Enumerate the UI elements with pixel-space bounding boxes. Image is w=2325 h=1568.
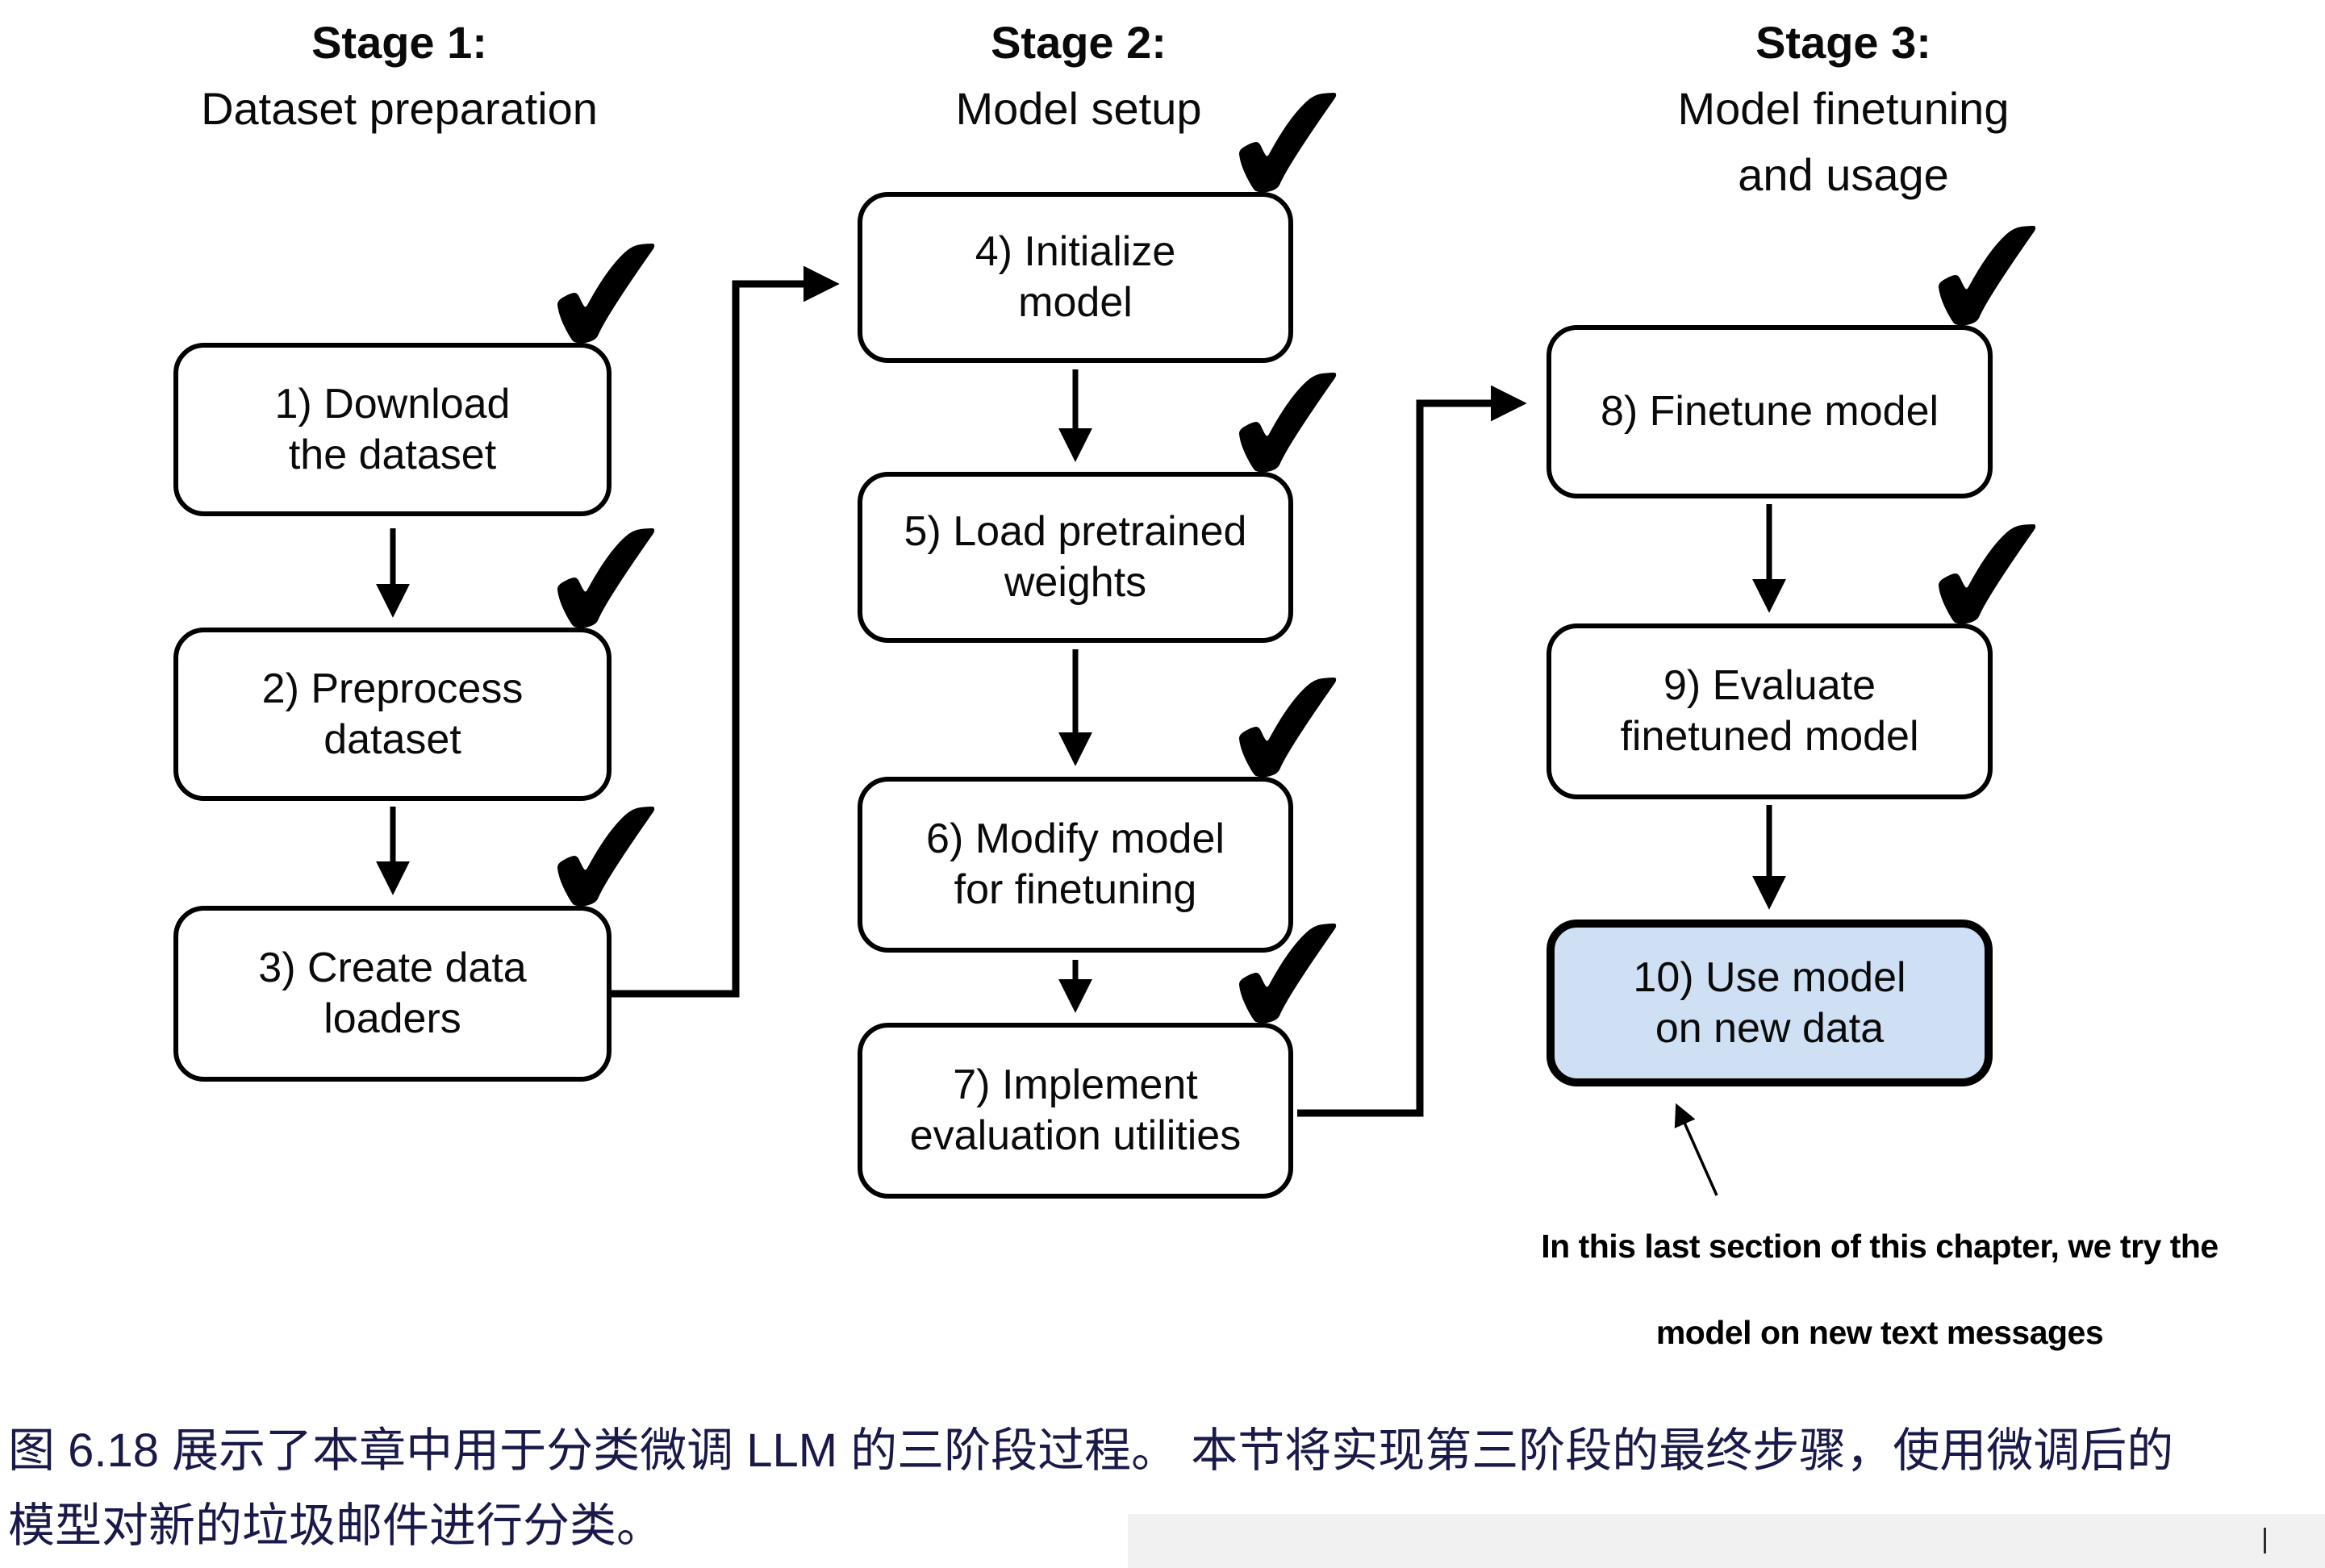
annotation-line-1: In this last section of this chapter, we… — [1541, 1228, 2219, 1265]
step-box-1: ✔ 1) Download the dataset — [173, 194, 689, 516]
step-box-9: ✔ 9) Evaluate finetuned model — [1547, 475, 2070, 799]
step-label: 5) Load pretrained — [904, 508, 1247, 555]
figure-caption: 图 6.18 展示了本章中用于分类微调 LLM 的三阶段过程。 本节将实现第三阶… — [8, 1413, 2320, 1563]
step-box-6: ✔ 6) Modify model for finetuning — [858, 628, 1371, 953]
step-label: model — [1018, 279, 1133, 326]
annotation-line-2: model on new text messages — [1655, 1314, 2104, 1351]
step-label: loaders — [323, 995, 461, 1042]
step-label: 2) Preprocess — [261, 665, 524, 712]
step-box-8: ✔ 8) Finetune model — [1547, 177, 2070, 498]
connector-stage1-stage2 — [610, 265, 840, 998]
stage3-subtitle2: and usage — [1738, 149, 1949, 200]
caption-line-1: 图 6.18 展示了本章中用于分类微调 LLM 的三阶段过程。 本节将实现第三阶… — [8, 1424, 2174, 1477]
stage1-title: Stage 1: — [311, 17, 487, 68]
stage1-subtitle: Dataset preparation — [201, 83, 598, 134]
step-box-3: ✔ 3) Create data loaders — [173, 757, 689, 1082]
step-label: 8) Finetune model — [1600, 388, 1939, 435]
stage3-header: Stage 3: Model finetuning and usage — [1521, 10, 2166, 208]
background-patch — [1128, 1514, 2325, 1568]
connector-stage2-stage3 — [1297, 385, 1527, 1117]
step-label: 4) Initialize — [975, 228, 1176, 275]
step-label: 6) Modify model — [926, 815, 1225, 862]
step-label: 3) Create data — [258, 945, 527, 991]
step-box-5: ✔ 5) Load pretrained weights — [858, 323, 1371, 643]
annotation-text: In this last section of this chapter, we… — [1428, 1203, 2325, 1376]
step-label: finetuned model — [1620, 713, 1919, 760]
step-label: weights — [1004, 559, 1147, 606]
step-box-7: ✔ 7) Implement evaluation utilities — [858, 874, 1371, 1199]
text-cursor — [2264, 1528, 2266, 1553]
stage3-title: Stage 3: — [1755, 17, 1931, 68]
step-label: evaluation utilities — [909, 1112, 1242, 1159]
step-label: for finetuning — [954, 866, 1197, 913]
step-label: 1) Download — [274, 380, 511, 427]
step-label: the dataset — [288, 431, 497, 478]
stage2-subtitle: Model setup — [955, 83, 1202, 134]
stage2-title: Stage 2: — [991, 17, 1167, 68]
step-label: 9) Evaluate — [1663, 662, 1876, 709]
caption-line-2: 模型对新的垃圾邮件进行分类。 — [8, 1499, 664, 1552]
annotation-arrow — [1674, 1103, 1718, 1196]
step-label: 10) Use model — [1633, 953, 1906, 1001]
stage3-subtitle: Model finetuning — [1677, 83, 2010, 134]
stage1-header: Stage 1: Dataset preparation — [77, 10, 722, 142]
step-box-10: 10) Use model on new data — [1547, 920, 1993, 1086]
stage2-header: Stage 2: Model setup — [756, 10, 1401, 142]
step-label: on new data — [1655, 1004, 1885, 1052]
step-box-4: ✔ 4) Initialize model — [858, 44, 1371, 363]
step-label: dataset — [323, 715, 461, 763]
step-label: 7) Implement — [953, 1061, 1198, 1108]
step-box-2: ✔ 2) Preprocess dataset — [173, 479, 689, 801]
